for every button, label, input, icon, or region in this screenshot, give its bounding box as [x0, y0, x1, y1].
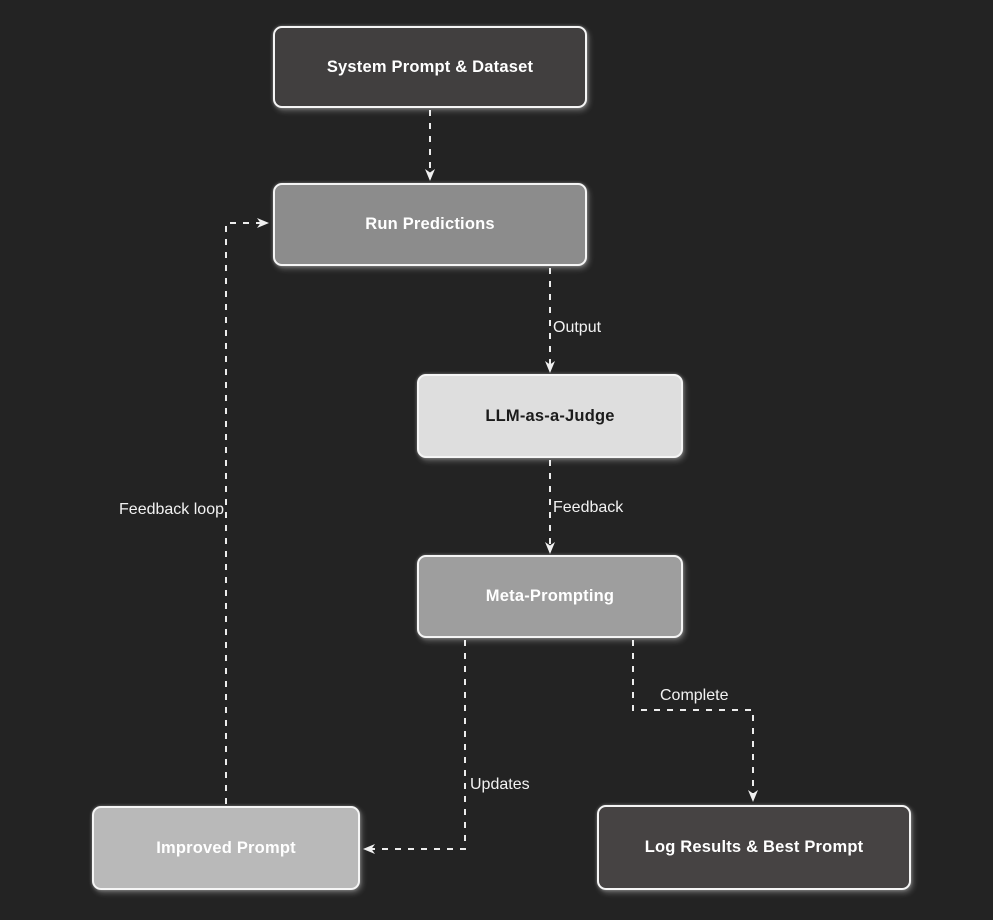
node-label: Log Results & Best Prompt: [644, 838, 864, 856]
node-improved-prompt: Improved Prompt: [92, 806, 360, 890]
node-label: Run Predictions: [365, 215, 495, 233]
node-label: Meta-Prompting: [485, 587, 615, 605]
edge-label-updates: Updates: [470, 776, 530, 793]
edge-label-output: Output: [553, 319, 602, 336]
node-meta-prompting: Meta-Prompting: [417, 555, 683, 638]
edge-meta-to-log: [632, 640, 758, 802]
edge-label-feedback: Feedback: [553, 499, 624, 516]
node-llm-as-a-judge: LLM-as-a-Judge: [417, 374, 683, 458]
node-run-predictions: Run Predictions: [273, 183, 587, 266]
node-label: LLM-as-a-Judge: [485, 406, 615, 425]
node-system-prompt-dataset: System Prompt & Dataset: [273, 26, 587, 108]
edge-label-feedback-loop: Feedback loop: [119, 501, 224, 518]
node-label: Improved Prompt: [156, 838, 296, 857]
node-label: System Prompt & Dataset: [326, 57, 534, 76]
edge-label-complete: Complete: [660, 687, 729, 704]
edge-improved-to-run: [225, 218, 269, 804]
node-log-results-best-prompt: Log Results & Best Prompt: [597, 805, 911, 890]
edge-meta-to-improved: [363, 640, 466, 854]
